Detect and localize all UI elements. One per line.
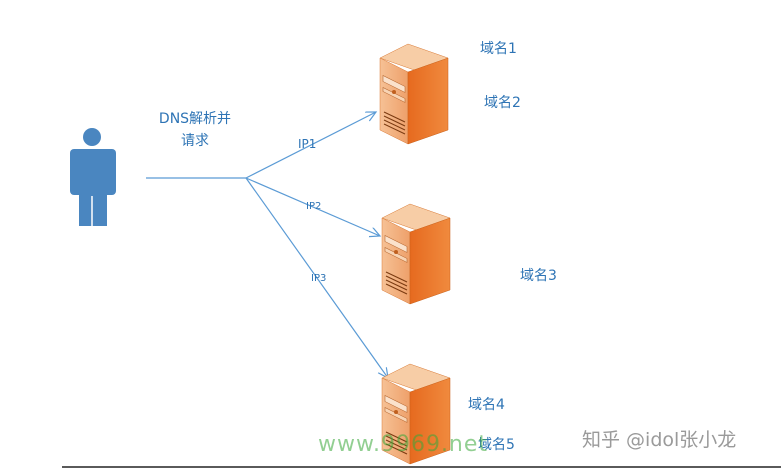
- dns-caption-line2: 请求: [181, 133, 209, 149]
- bottom-divider: [62, 466, 781, 468]
- dns-caption: DNS解析并 请求: [152, 108, 238, 152]
- site-watermark: www.9969.net: [318, 432, 489, 457]
- domain-label: 域名1: [480, 41, 517, 57]
- person-icon: [70, 128, 116, 226]
- domain-label: 域名3: [520, 268, 557, 284]
- ip1-label: IP1: [298, 137, 317, 151]
- ip2-label: IP2: [306, 201, 322, 212]
- ip1-arrow: [245, 112, 376, 179]
- ip3-label: IP3: [311, 273, 327, 284]
- server-icon-2: [381, 203, 451, 305]
- dns-caption-line1: DNS解析并: [158, 111, 232, 127]
- ip2-arrow: [245, 177, 380, 236]
- domain-label: 域名4: [468, 397, 505, 413]
- ip3-arrow: [245, 177, 388, 378]
- domain-label: 域名2: [484, 95, 521, 111]
- server-icon-1: [379, 43, 449, 145]
- domain-label: 域名5: [478, 437, 515, 453]
- zhihu-watermark: 知乎 @idol张小龙: [582, 429, 737, 451]
